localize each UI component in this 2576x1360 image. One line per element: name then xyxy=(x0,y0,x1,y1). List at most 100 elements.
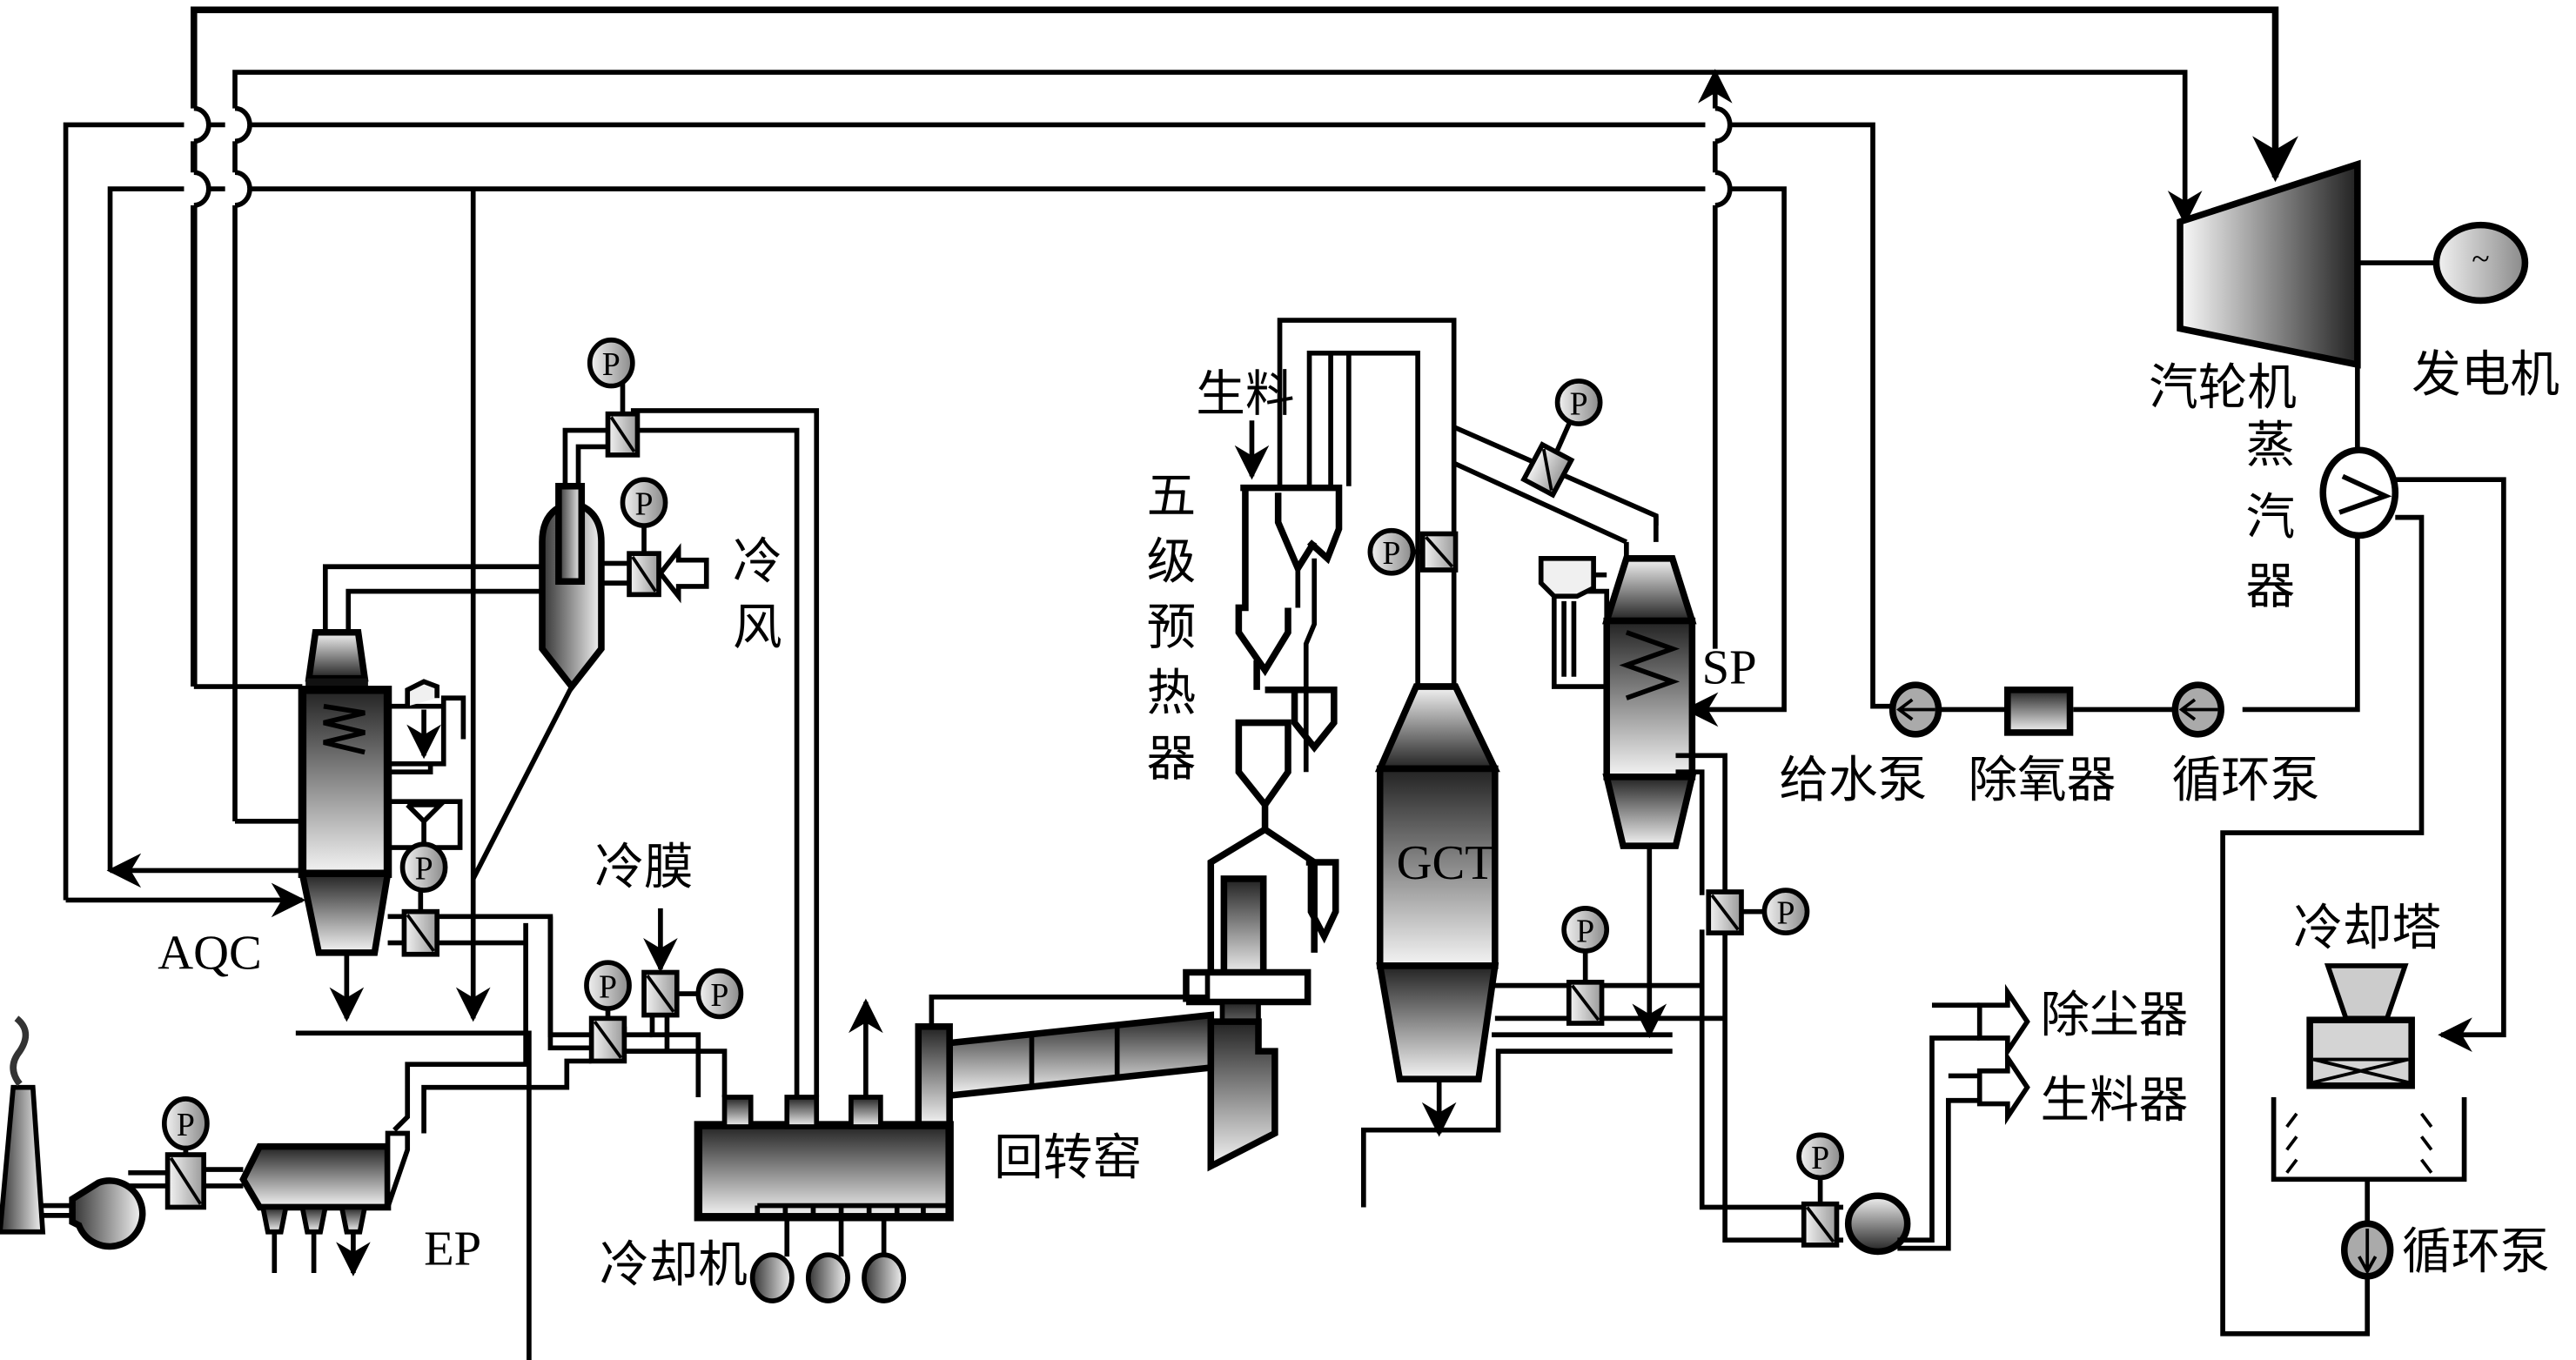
pressure-gauge-sp-outlet: P xyxy=(1761,888,1810,936)
cold-film-label: 冷膜 xyxy=(594,839,693,896)
rotary-kiln xyxy=(946,1011,1215,1100)
outlet-arrow-dust xyxy=(1976,983,2030,1060)
preheater-label-5: 器 xyxy=(1147,730,1197,787)
gauge-letter: P xyxy=(177,1107,195,1143)
cooling-tower-label: 冷却塔 xyxy=(2293,899,2441,956)
pressure-gauge-sp-inlet: P xyxy=(1554,379,1603,426)
cyclone-inlet-duct xyxy=(562,427,608,486)
sp-gauge-link xyxy=(1554,419,1573,452)
feedwater-line-2 xyxy=(107,186,1787,871)
cooler-fans xyxy=(749,1216,907,1303)
pressure-gauge-aqc: P xyxy=(399,841,448,893)
main-steam-line-1 xyxy=(191,6,2298,687)
condenser-label-1: 蒸 xyxy=(2246,416,2296,473)
gct-collection-line xyxy=(1361,1048,1673,1208)
ep-dust-arrows xyxy=(272,1231,353,1273)
gct-tower xyxy=(1374,683,1500,1082)
preheater-label-1: 五 xyxy=(1147,467,1197,525)
pressure-gauge-gct-outlet: P xyxy=(1561,906,1610,954)
condensate-line xyxy=(2242,535,2360,713)
circulation-pump-top xyxy=(2171,681,2224,738)
gauge-letter: P xyxy=(1382,535,1400,572)
circulation-pump-bottom xyxy=(2341,1220,2394,1280)
aqc-outlet-valve xyxy=(401,908,440,957)
aqc-to-ep-duct xyxy=(392,916,627,1134)
kiln-inlet-chamber xyxy=(1183,968,1311,1172)
sp-inlet-valve xyxy=(1520,441,1575,499)
preheater-label-2: 级 xyxy=(1147,533,1197,590)
cyclone-dust-line xyxy=(471,685,574,881)
pressure-gauge-cold-film: P xyxy=(695,968,744,1020)
condenser-label-3: 器 xyxy=(2246,558,2296,615)
gauge-letter: P xyxy=(602,346,621,383)
stack-duct xyxy=(39,1203,73,1218)
collection-line xyxy=(295,1030,532,1360)
feed-pump-label: 给水泵 xyxy=(1779,752,1927,809)
cold-air-inlet-arrow xyxy=(657,543,709,604)
gauge-letter: P xyxy=(710,977,728,1014)
dust-collector-label: 除尘器 xyxy=(2041,986,2189,1043)
cooling-water-to-tower xyxy=(2395,477,2506,1053)
fan-outlet-ducts xyxy=(1897,1002,1980,1251)
gauge-letter: P xyxy=(1570,385,1588,422)
ep-label: EP xyxy=(424,1223,481,1276)
condenser xyxy=(2319,446,2399,539)
gauge-letter: P xyxy=(635,486,654,523)
sp-outlet-valve xyxy=(1706,889,1744,936)
circ-pump-bottom-label: 循环泵 xyxy=(2402,1223,2550,1280)
deaerator-label: 除氧器 xyxy=(1968,752,2116,809)
gct-inlet-valve xyxy=(1419,531,1459,573)
condenser-label-2: 汽 xyxy=(2246,488,2296,546)
cooler-inlet-duct xyxy=(624,1032,667,1054)
cold-film-valve xyxy=(641,969,680,1018)
settling-cyclone xyxy=(539,482,605,693)
aqc-outlet-valve-2 xyxy=(588,1015,627,1064)
aqc-boiler xyxy=(298,628,392,956)
aqc-drums xyxy=(387,679,466,850)
gauge-letter: P xyxy=(1811,1140,1829,1176)
kiln-fan xyxy=(1844,1192,1911,1256)
sp-label: SP xyxy=(1702,640,1757,694)
sp-drum xyxy=(1538,555,1610,689)
crossover-hops xyxy=(184,105,1733,208)
generator-label: 发电机 xyxy=(2412,345,2559,403)
outlet-arrow-raw-mill xyxy=(1976,1049,2030,1125)
clinker-cooler xyxy=(694,1023,954,1222)
generator-symbol: ~ xyxy=(2472,241,2489,278)
cooling-tower xyxy=(2271,963,2467,1182)
cooling-water-return xyxy=(2220,514,2425,1337)
pressure-gauge-kiln-fan: P xyxy=(1796,1132,1844,1181)
feedwater-line-1 xyxy=(63,122,1911,901)
ep-outlet-valve xyxy=(164,1152,206,1210)
cooler-to-cyclone-duct xyxy=(630,408,820,1097)
steam-lines xyxy=(63,6,2298,1022)
pressure-gauge-gct: P xyxy=(1367,527,1416,576)
cold-air-label-1: 冷 xyxy=(733,533,782,590)
main-steam-line-2 xyxy=(232,70,2203,821)
turbine-label: 汽轮机 xyxy=(2149,358,2297,416)
kiln-hood-duct xyxy=(929,972,1211,1027)
pressure-gauge-cooler-inlet: P xyxy=(584,960,632,1011)
induced-draft-fan xyxy=(69,1177,146,1250)
cyclone-to-aqc-duct xyxy=(322,564,542,633)
feed-pump xyxy=(1888,681,1942,738)
fan-to-valve-duct xyxy=(128,1169,168,1189)
clinker-cooler-label: 冷却机 xyxy=(600,1236,748,1293)
cold-film-duct xyxy=(649,1015,728,1097)
steam-turbine xyxy=(2177,159,2361,369)
sp-boiler xyxy=(1602,555,1697,849)
circ-pump-top-label: 循环泵 xyxy=(2172,752,2320,809)
gct-label: GCT xyxy=(1397,836,1495,890)
cold-air-valve xyxy=(627,551,661,598)
cyclone-inlet-valve xyxy=(605,411,641,458)
cold-air-label-2: 风 xyxy=(733,599,782,656)
aqc-valve-link xyxy=(387,914,405,946)
chimney-stack xyxy=(0,1015,46,1235)
preheater-label-3: 预 xyxy=(1147,599,1197,656)
aqc-label: AQC xyxy=(158,927,262,981)
preheater-label-4: 热 xyxy=(1147,664,1197,721)
gauge-letter: P xyxy=(1776,895,1794,932)
kiln-fan-valve xyxy=(1801,1201,1840,1248)
gauge-letter: P xyxy=(415,851,433,888)
